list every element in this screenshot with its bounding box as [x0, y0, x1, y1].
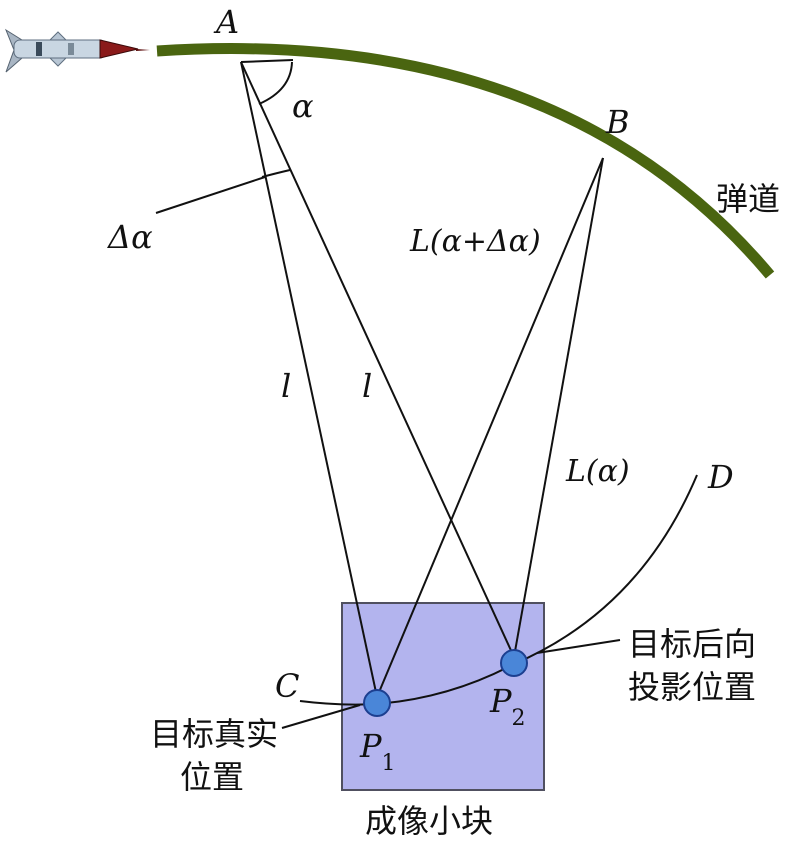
- label-l-left: l: [281, 367, 291, 405]
- label-backproj-2: 投影位置: [628, 668, 756, 706]
- label-backproj-1: 目标后向: [628, 625, 756, 663]
- label-true-position-2: 位置: [180, 758, 244, 796]
- label-l-alpha: L(α): [565, 454, 630, 489]
- point-p2-marker: [500, 649, 528, 677]
- delta-alpha-arc: [261, 169, 291, 178]
- missile-icon: [4, 28, 150, 73]
- ray-a-p1: [240, 61, 378, 698]
- label-l-right: l: [362, 367, 372, 405]
- alpha-arc: [258, 61, 293, 105]
- point-p1-marker: [363, 689, 391, 717]
- label-l-alpha-delta: L(α+Δα): [409, 224, 541, 259]
- true-position-leader: [281, 704, 361, 729]
- label-delta-alpha: Δα: [106, 218, 153, 256]
- alpha-reference-line: [240, 59, 294, 63]
- label-true-position-1: 目标真实: [150, 715, 278, 753]
- label-a: A: [213, 3, 239, 41]
- trajectory-path: [156, 43, 775, 279]
- label-p1: P1: [359, 727, 396, 776]
- delta-alpha-leader: [155, 176, 266, 214]
- ray-b-p2: [513, 157, 604, 658]
- label-p2: P2: [489, 682, 526, 731]
- label-trajectory: 弹道: [716, 180, 780, 218]
- ray-b-p1: [376, 157, 604, 698]
- label-imaging-block: 成像小块: [365, 802, 493, 840]
- rays: [155, 59, 604, 698]
- label-b: B: [605, 103, 630, 141]
- ray-a-p2: [240, 61, 515, 658]
- label-c: C: [275, 667, 299, 705]
- backproj-leader: [536, 639, 621, 654]
- label-d: D: [707, 458, 734, 496]
- label-alpha: α: [292, 87, 314, 125]
- curve-c-d: [299, 474, 698, 706]
